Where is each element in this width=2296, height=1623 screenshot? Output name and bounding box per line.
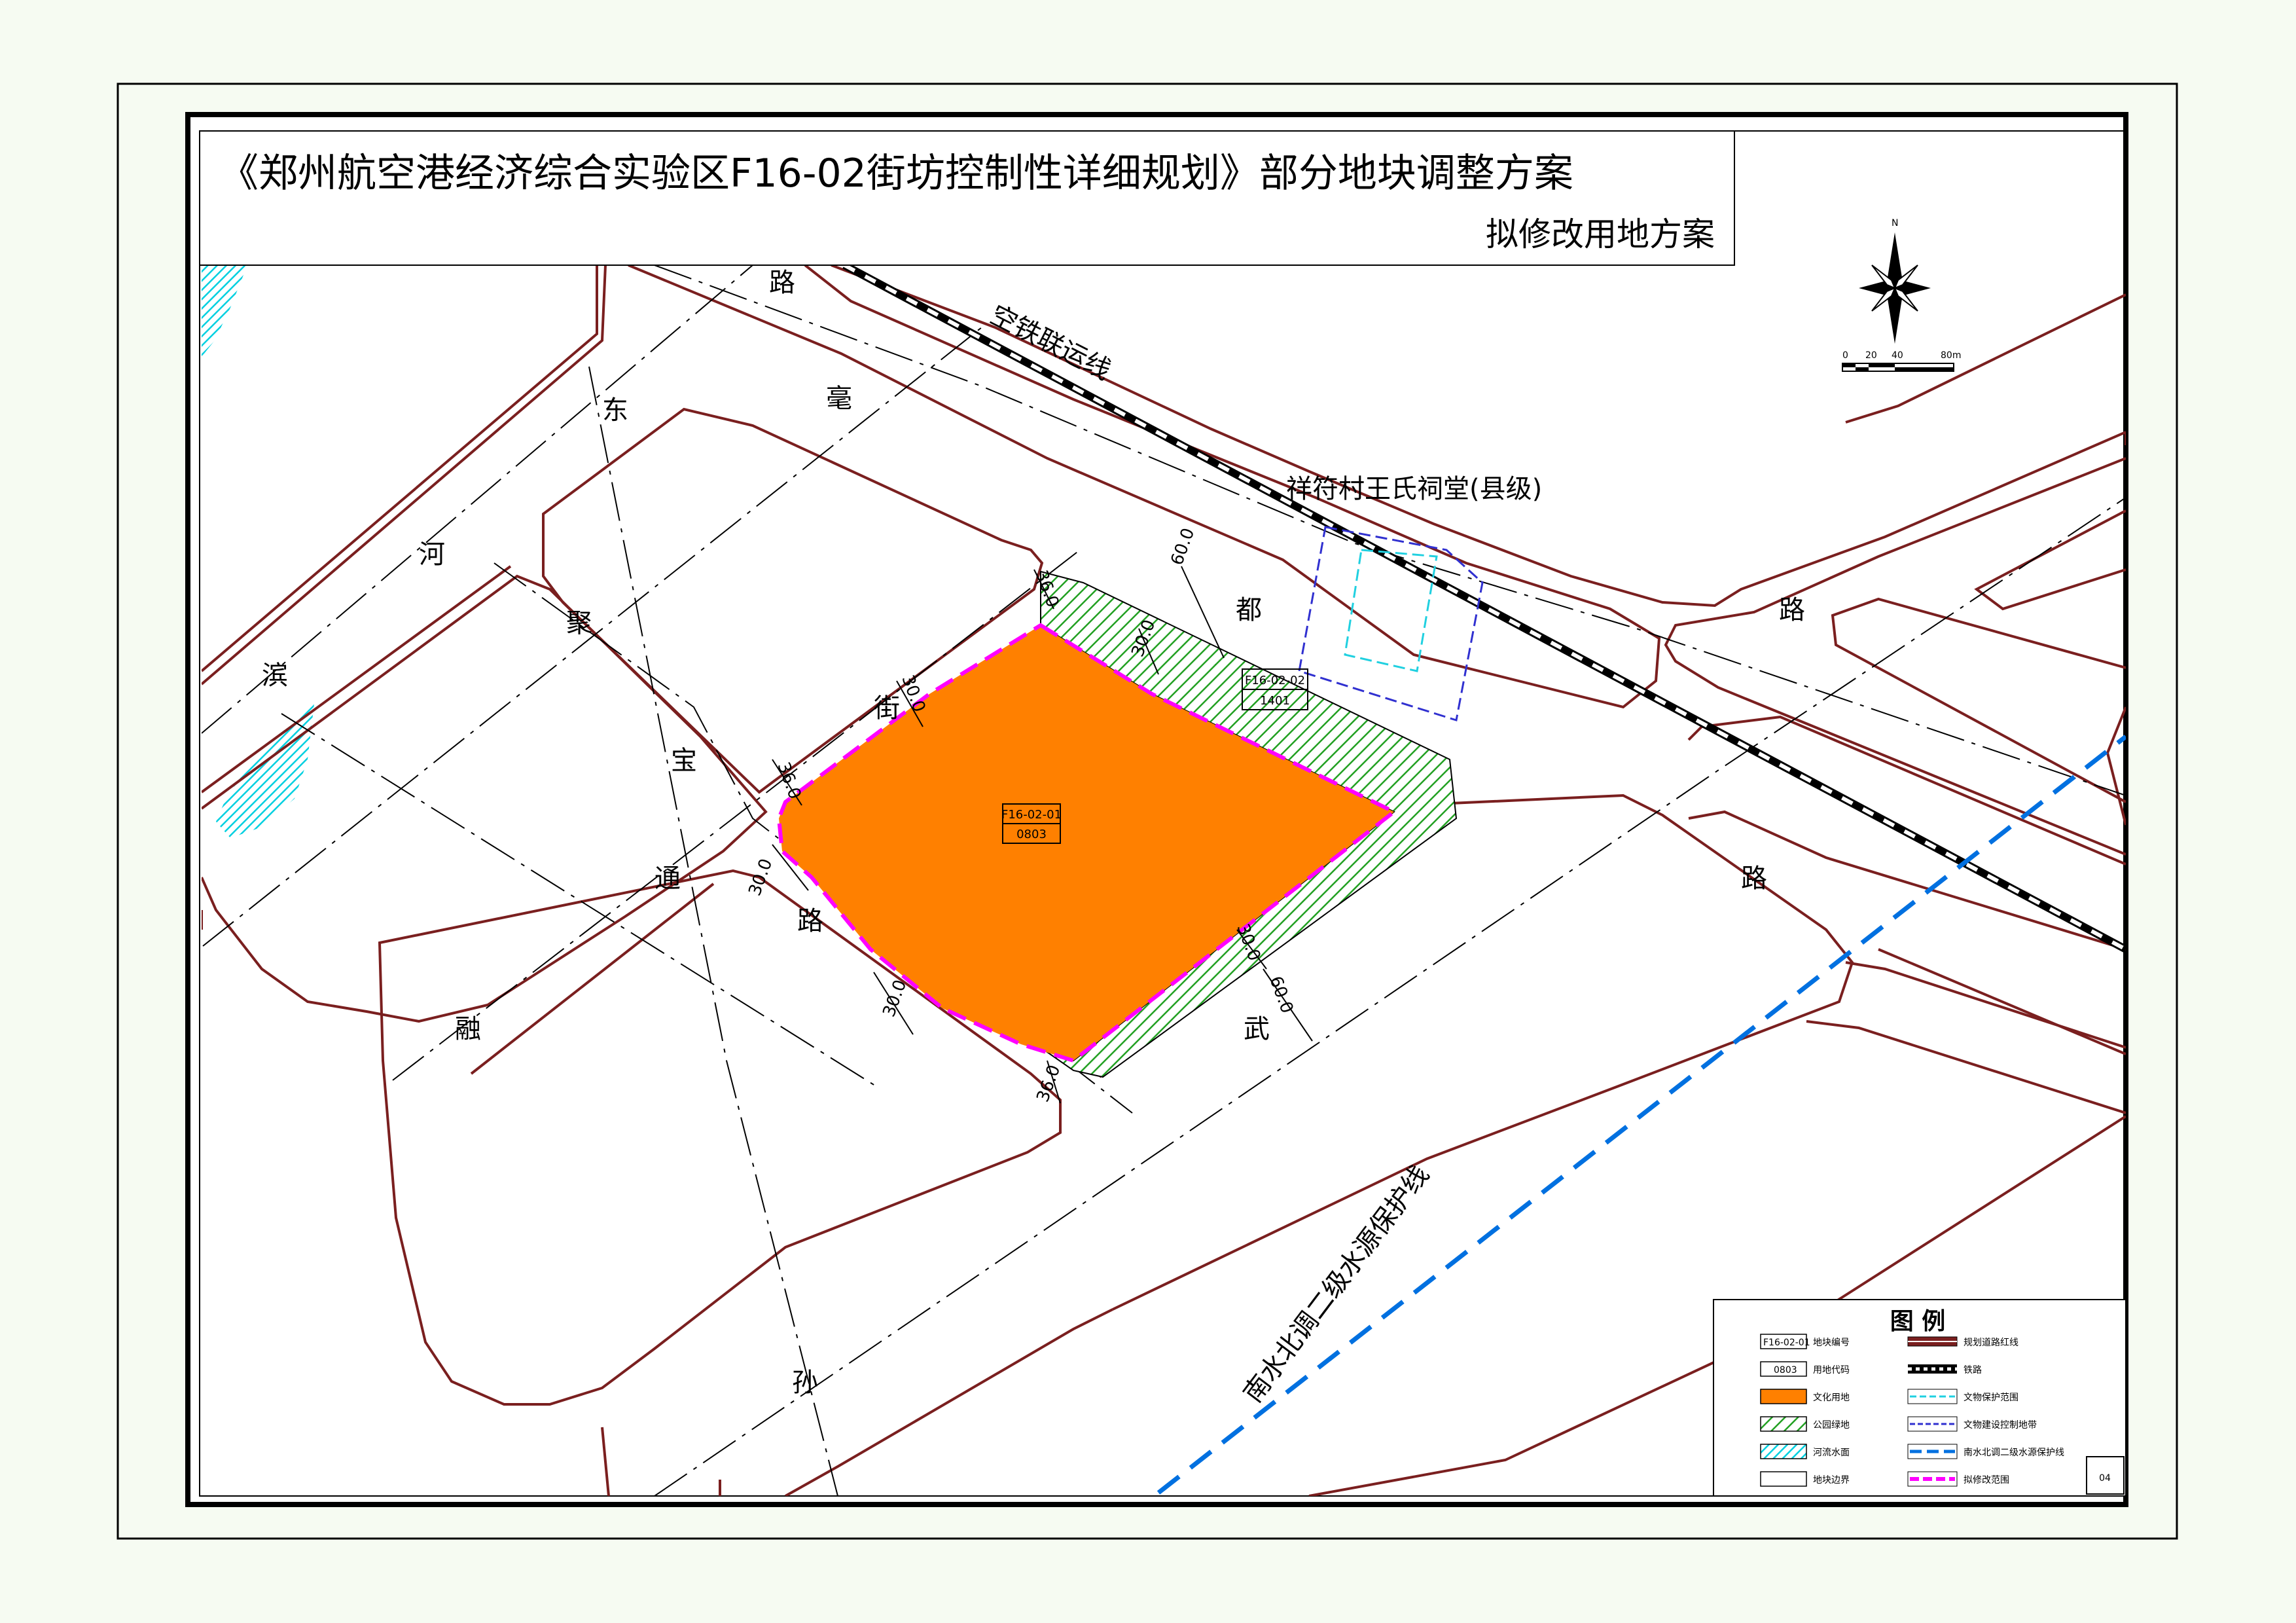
- water-left: [216, 704, 314, 838]
- map-content: 36.0 60.0 30.0 30.0 36.0 30.0 36.0 30.0 …: [202, 265, 2126, 1496]
- legend-label: 河流水面: [1813, 1448, 1850, 1458]
- water-source-protection-line: [1157, 735, 2126, 1495]
- scale-label: 80m: [1941, 350, 1961, 361]
- parcel-id: F16-02-01: [1001, 808, 1062, 822]
- road-name: 路: [797, 906, 823, 936]
- parcel-label-f16-02-02: F16-02-02 1401: [1242, 668, 1308, 710]
- parcel-label-f16-02-01: F16-02-01 0803: [1001, 803, 1062, 844]
- title-block: 《郑州航空港经济综合实验区F16-02街坊控制性详细规划》部分地块调整方案 拟修…: [199, 130, 1735, 266]
- road-name: 河: [419, 539, 445, 570]
- legend-label: 文物建设控制地带: [1964, 1420, 2037, 1431]
- road-name: 街: [874, 693, 900, 723]
- road-name: 滨: [262, 661, 288, 691]
- parcel-code: 1401: [1260, 694, 1290, 708]
- scale-label: 20: [1865, 350, 1877, 361]
- road-name: 路: [1741, 864, 1767, 894]
- road-name: 路: [1779, 595, 1805, 625]
- road-name: 东: [602, 395, 628, 426]
- inner-frame: [185, 112, 2128, 1507]
- scale-label: 0: [1842, 350, 1848, 361]
- parcel-f16-02-01-orange: [776, 623, 1398, 1063]
- legend-label: 铁路: [1964, 1365, 1982, 1376]
- road-name: 武: [1244, 1014, 1270, 1044]
- legend-label: 文物保护范围: [1964, 1392, 2018, 1403]
- legend-label: 用地代码: [1813, 1365, 1850, 1376]
- parcel-code: 0803: [1016, 828, 1047, 841]
- legend-label: 公园绿地: [1813, 1420, 1850, 1431]
- legend-label: 文化用地: [1813, 1393, 1850, 1403]
- legend-title: 图 例: [1890, 1308, 1946, 1335]
- north-label: N: [1892, 218, 1898, 228]
- scale-bar: 0 20 40 80m: [1842, 350, 1961, 372]
- north-arrow: N: [1859, 218, 1931, 344]
- map-subtitle: 拟修改用地方案: [1486, 215, 1715, 253]
- legend: 图 例 F16-02-01 地块编号 0803 用地代码 文化用地 公园绿地 河…: [1713, 1299, 2126, 1497]
- heritage-label: 祥符村王氏祠堂(县级): [1286, 474, 1542, 504]
- scale-label: 40: [1892, 350, 1903, 361]
- legend-label: 规划道路红线: [1964, 1338, 2018, 1348]
- dimension-lines: [772, 566, 1313, 1104]
- legend-label: 地块边界: [1813, 1475, 1850, 1486]
- road-name: 通: [655, 864, 681, 894]
- legend-sample: F16-02-01: [1763, 1338, 1810, 1348]
- road-name: 路: [769, 268, 795, 298]
- road-name: 宝: [671, 746, 697, 776]
- road-name: 毫: [826, 384, 852, 414]
- map-title: 《郑州航空港经济综合实验区F16-02街坊控制性详细规划》部分地块调整方案: [219, 151, 1573, 196]
- sheet-number: 04: [2099, 1473, 2111, 1484]
- heritage-protection-range: [1344, 549, 1438, 672]
- road-name: 孙: [792, 1368, 818, 1398]
- railway-line: [842, 265, 2126, 953]
- legend-label: 南水北调二级水源保护线: [1964, 1448, 2064, 1458]
- water-top-left: [202, 265, 247, 357]
- road-name: 聚: [566, 608, 592, 638]
- road-names: 路 东 河 滨 毫 都 路 路 街 聚 宝 通 路 融 孙 武: [262, 268, 1805, 1398]
- parcel-id: F16-02-02: [1245, 674, 1305, 687]
- legend-label: 地块编号: [1813, 1338, 1850, 1348]
- heritage-control-zone: [1298, 526, 1484, 721]
- legend-sample: 0803: [1774, 1365, 1797, 1376]
- road-name: 都: [1236, 595, 1262, 625]
- outer-frame: [117, 82, 2178, 1540]
- road-name: 融: [455, 1014, 481, 1044]
- legend-label: 拟修改范围: [1964, 1474, 2009, 1486]
